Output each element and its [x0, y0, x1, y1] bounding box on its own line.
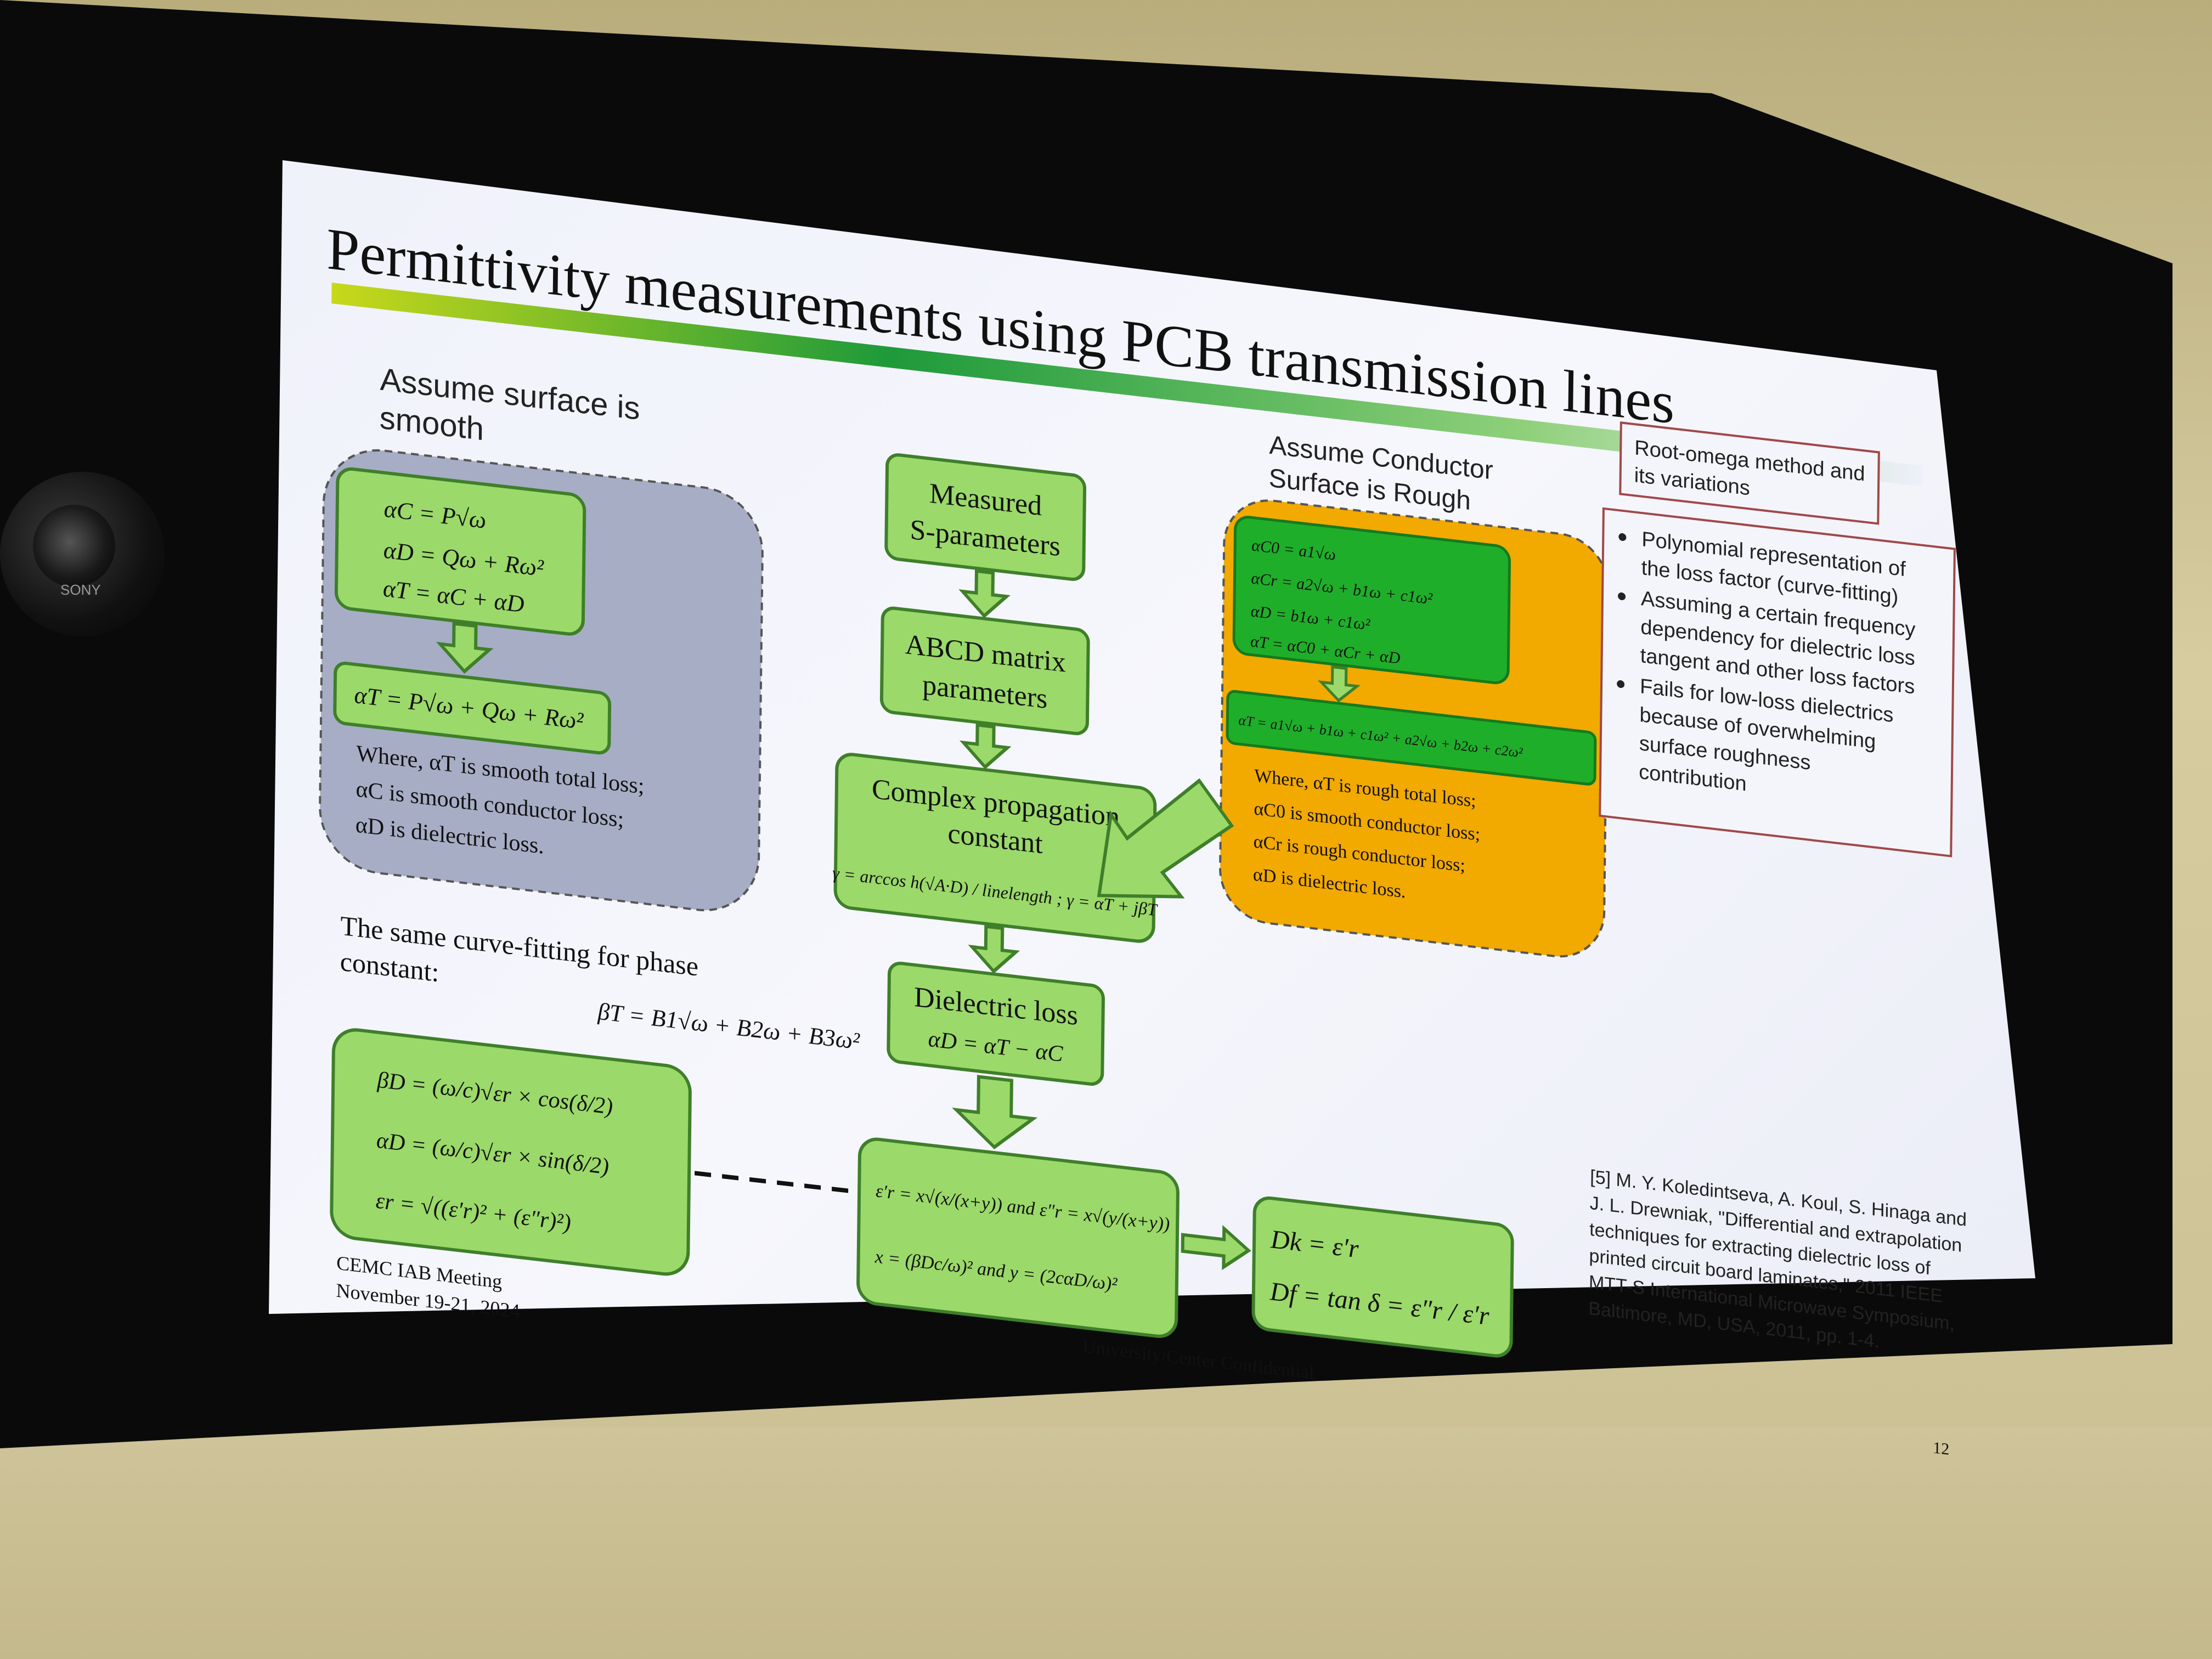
- measured-box: [884, 453, 1087, 581]
- camera-lens-icon: [33, 505, 115, 587]
- right-arrow-icon: [1181, 1224, 1251, 1271]
- bullet-dot-icon: [1617, 680, 1625, 689]
- bullet-dot-icon: [1618, 592, 1626, 601]
- down-arrow-1-icon: [958, 569, 1011, 618]
- rough-down-arrow-icon: [1318, 665, 1361, 703]
- left-down-arrow-icon: [436, 622, 494, 674]
- reference-citation: [5] M. Y. Koledintseva, A. Koul, S. Hina…: [1588, 1166, 1967, 1352]
- diagonal-arrow-icon: [1097, 778, 1234, 899]
- phase-text-2: constant:: [340, 946, 439, 988]
- root-omega-box: [1619, 421, 1880, 525]
- bullet-box: [1599, 507, 1956, 857]
- smooth-total-box: [333, 662, 612, 755]
- camera-brand: SONY: [60, 582, 101, 598]
- phase-eq: βT = B1√ω + B2ω + B3ω²: [597, 998, 860, 1055]
- title-underline: [331, 283, 1923, 487]
- epsilon-box: [856, 1137, 1180, 1338]
- down-arrow-3-icon: [968, 924, 1020, 974]
- down-arrow-2-icon: [959, 723, 1012, 770]
- dk-df-box: [1251, 1196, 1514, 1358]
- wall: [0, 1426, 2212, 1659]
- rough-total-box: [1226, 690, 1597, 786]
- page-number: 12: [1933, 1438, 1949, 1458]
- beta-box: [330, 1028, 692, 1276]
- footer-confidential: University/Center Confidential: [1082, 1336, 1314, 1383]
- smooth-eq-box: [334, 467, 586, 636]
- bullet-dot-icon: [1618, 533, 1627, 541]
- rough-eq-box: [1232, 516, 1511, 685]
- dashed-connector: [695, 1171, 849, 1193]
- abcd-box: [879, 606, 1090, 736]
- down-arrow-4-icon: [952, 1075, 1038, 1149]
- dielectric-loss-box: [887, 961, 1105, 1086]
